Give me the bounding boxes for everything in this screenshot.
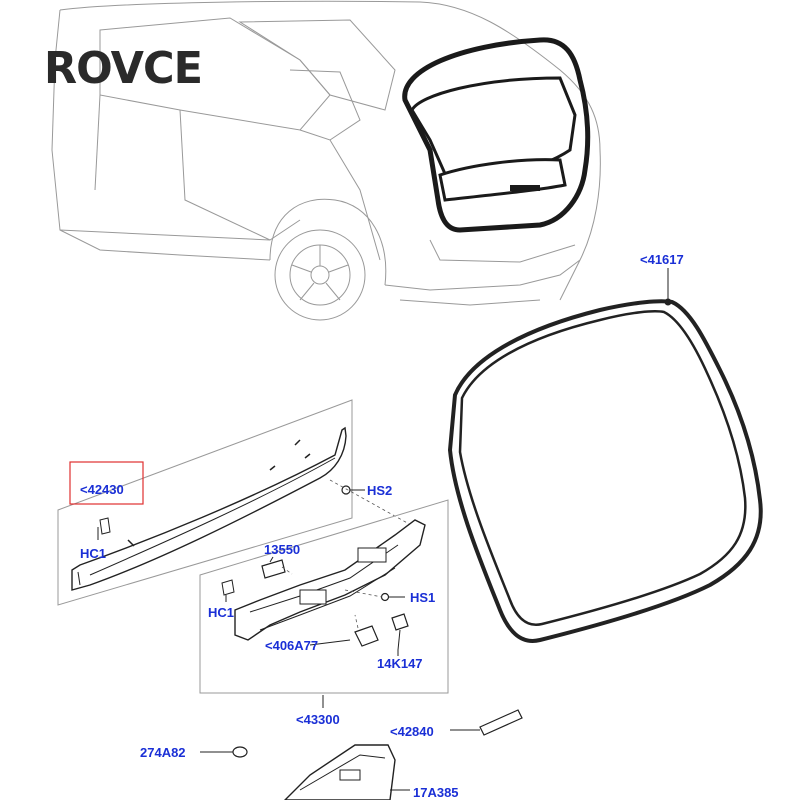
- label-42430: <42430: [80, 482, 124, 497]
- trim-panel-kit: [57, 399, 353, 606]
- leader-lines: [97, 268, 669, 708]
- hs2-fastener: [329, 479, 421, 531]
- label-13550: 13550: [264, 542, 300, 557]
- label-43300: <43300: [296, 712, 340, 727]
- license-plate-bracket: [284, 744, 410, 800]
- label-14k147: 14K147: [377, 656, 423, 671]
- label-17a385: 17A385: [413, 785, 459, 800]
- handle-kit: [199, 499, 449, 694]
- label-hc1-bottom: HC1: [208, 605, 234, 620]
- label-406a77: <406A77: [265, 638, 318, 653]
- callout-box: [69, 461, 144, 505]
- tailgate-seal: [447, 298, 763, 643]
- label-hc1-top: HC1: [80, 546, 106, 561]
- badge-strip: [450, 709, 523, 736]
- watermark-logo: ROVCE: [44, 43, 202, 94]
- label-274a82: 274A82: [140, 745, 186, 760]
- label-hs2: HS2: [367, 483, 392, 498]
- label-hs1: HS1: [410, 590, 435, 605]
- tailgate-on-vehicle: [402, 37, 591, 233]
- label-42840: <42840: [390, 724, 434, 739]
- label-41617: <41617: [640, 252, 684, 267]
- vehicle-outline: [51, 0, 601, 321]
- grommet: [200, 746, 248, 758]
